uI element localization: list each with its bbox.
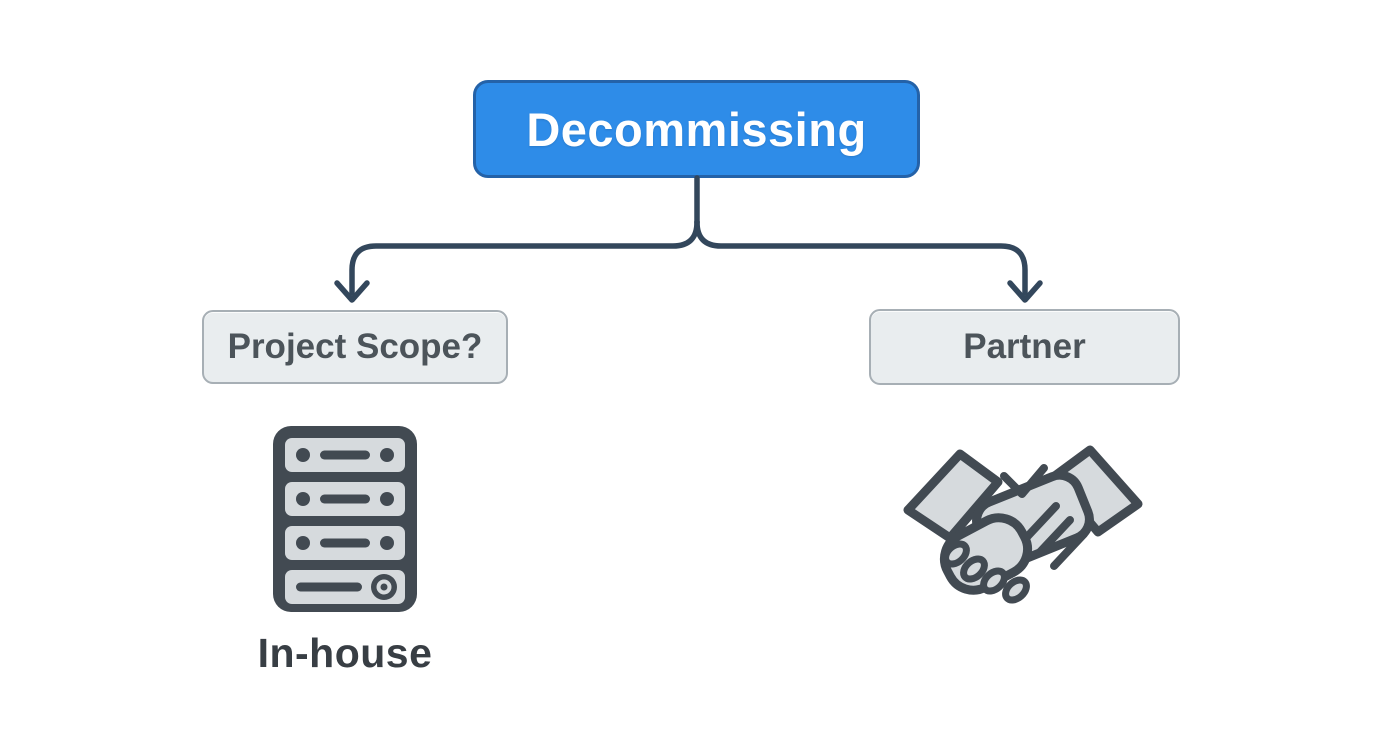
connector-right-branch: [694, 219, 1028, 296]
handshake-left-sleeve: [903, 449, 1003, 543]
connector-left-arrowhead: [334, 280, 370, 303]
leaf-label-in-house: In-house: [257, 630, 433, 676]
handshake-icon: [903, 445, 1143, 604]
node-decommissioning-label: Decommissing: [526, 102, 867, 156]
node-partner: Partner: [869, 309, 1180, 385]
node-project-scope: Project Scope?: [202, 310, 508, 384]
connector-right-arrowhead: [1007, 280, 1043, 303]
connector-left-branch: [349, 219, 700, 296]
node-partner-label: Partner: [963, 327, 1086, 366]
node-project-scope-label: Project Scope?: [227, 327, 483, 366]
node-decommissioning: Decommissing: [473, 80, 920, 178]
server-rack-icon: [273, 426, 417, 612]
